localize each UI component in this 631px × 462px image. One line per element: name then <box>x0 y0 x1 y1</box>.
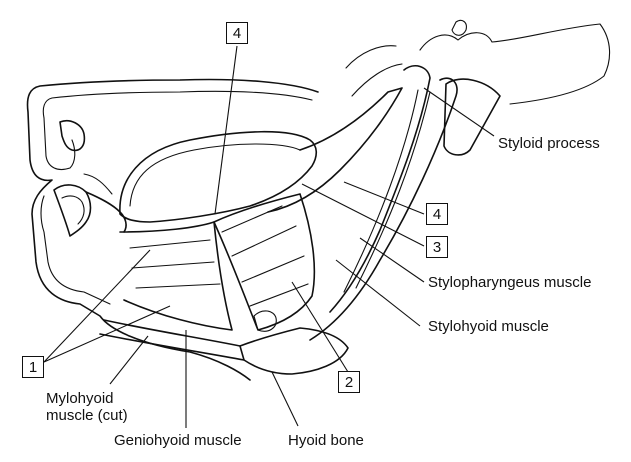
tooth-middle-inner <box>61 195 85 225</box>
mandible-inner-2 <box>40 195 111 305</box>
stylo-fibres <box>343 89 431 293</box>
label-hyoid-bone: Hyoid bone <box>288 432 364 449</box>
stylopharyngeus-muscle-shape <box>329 65 431 313</box>
leader-stylopharyngeus <box>359 237 425 283</box>
leader-mylohyoid <box>109 335 149 385</box>
mylohyoid-fibres <box>129 239 221 289</box>
geniohyoid-strip <box>99 319 245 361</box>
mylohyoid-sheet <box>119 221 233 331</box>
hyoid-greater-horn <box>253 310 277 332</box>
leader-2 <box>291 281 349 373</box>
label-mylohyoid-1: Mylohyoid <box>46 390 114 407</box>
mandible-inner-1 <box>42 90 313 171</box>
tongue-inner <box>129 143 301 207</box>
leader-1a <box>43 305 171 363</box>
leader-styloid <box>423 87 495 137</box>
leader-top-4 <box>214 45 238 215</box>
styloglossus-muscle <box>267 87 403 213</box>
stylohyoid-muscle-shape <box>309 77 458 341</box>
lip-outer <box>83 173 113 195</box>
leader-1b <box>43 249 151 363</box>
tooth-middle <box>53 184 92 237</box>
leader-hyoid <box>271 371 299 427</box>
skull-lines <box>345 45 403 97</box>
tooth-upper <box>59 119 86 152</box>
label-styloid-process: Styloid process <box>498 135 600 152</box>
marker-right-4: 4 <box>426 203 448 225</box>
marker-left-1: 1 <box>22 356 44 378</box>
label-stylopharyngeus: Stylopharyngeus muscle <box>428 274 592 291</box>
hyoid-bone-shape <box>239 327 349 375</box>
styloid-process-shape <box>443 78 501 156</box>
leader-stylohyoid <box>335 259 421 327</box>
leader-right-4 <box>343 181 425 215</box>
tongue-outline <box>119 130 318 223</box>
label-stylohyoid: Stylohyoid muscle <box>428 318 549 335</box>
marker-right-3: 3 <box>426 236 448 258</box>
label-mylohyoid-2: muscle (cut) <box>46 407 128 424</box>
label-geniohyoid: Geniohyoid muscle <box>114 432 242 449</box>
hyoglossus-fibres <box>221 205 309 307</box>
hyoglossus-muscle <box>213 193 316 331</box>
marker-top-4: 4 <box>226 22 248 44</box>
marker-bottom-2: 2 <box>338 371 360 393</box>
leader-right-3 <box>301 183 425 247</box>
skull-base <box>419 19 611 105</box>
